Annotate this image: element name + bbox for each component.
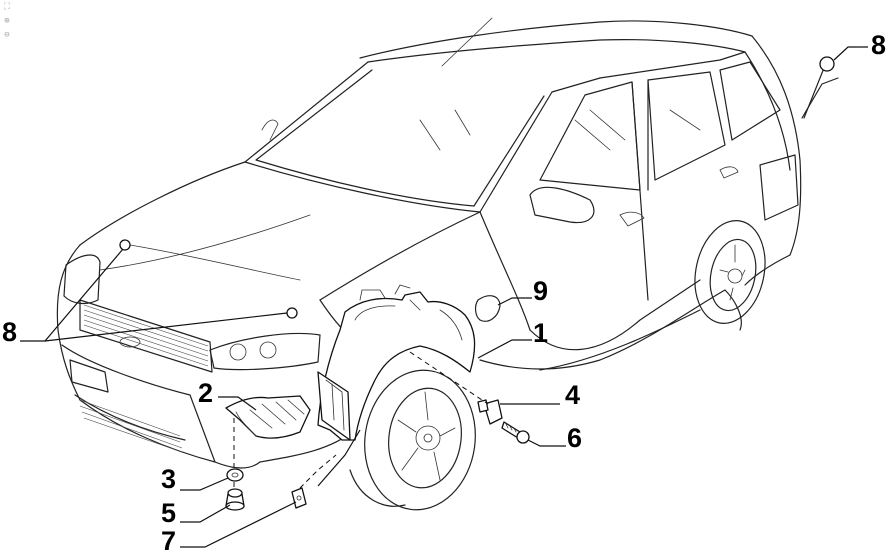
- callout-4: 4: [565, 380, 580, 410]
- zoom-in-icon[interactable]: ⊕: [4, 16, 10, 26]
- under-shield: [225, 395, 311, 439]
- callout-leaders: [20, 46, 868, 548]
- bracket-clip: [477, 399, 503, 425]
- washer: [226, 468, 244, 482]
- callout-2: 2: [198, 378, 213, 408]
- fit-to-page-icon[interactable]: ⛶: [3, 2, 11, 12]
- retaining-clip: [291, 487, 307, 509]
- assembly-center-lines: [233, 351, 489, 490]
- wheel-arch-liner: [317, 284, 476, 441]
- callout-9: 9: [533, 276, 548, 306]
- callout-7: 7: [161, 526, 176, 552]
- callout-8-left: 8: [2, 317, 17, 347]
- marker-circles: [119, 56, 835, 319]
- callout-6: 6: [567, 423, 582, 453]
- callout-8-right: 8: [871, 30, 886, 60]
- callout-1: 1: [533, 318, 548, 348]
- car-body-outline: [56, 17, 839, 511]
- zoom-out-icon[interactable]: ⊖: [4, 30, 10, 40]
- callout-3: 3: [161, 464, 176, 494]
- screw: [501, 421, 530, 444]
- spacer-nut: [225, 488, 245, 511]
- callout-5: 5: [161, 498, 176, 528]
